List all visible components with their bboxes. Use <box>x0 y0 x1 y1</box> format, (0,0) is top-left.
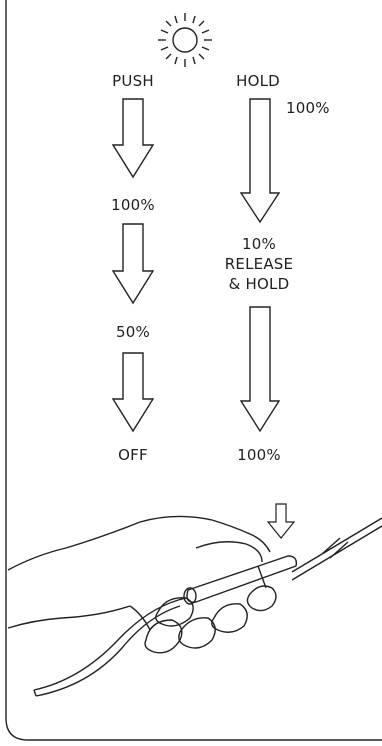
arrow-down-icon <box>113 99 153 177</box>
hold-and-hold-label: & HOLD <box>229 275 290 293</box>
push-heading: PUSH <box>112 72 154 90</box>
hold-start-level: 100% <box>286 99 330 117</box>
arrow-down-icon <box>241 99 279 222</box>
arrow-down-icon <box>113 353 153 431</box>
hold-middle-level: 10% <box>242 235 276 253</box>
hold-heading: HOLD <box>236 72 280 90</box>
arrow-down-icon <box>241 307 279 431</box>
push-step-label: 100% <box>111 196 155 214</box>
push-step-label: 50% <box>116 323 150 341</box>
hand-holding-cable-switch <box>8 504 382 696</box>
hold-end-level: 100% <box>237 446 281 464</box>
hold-release-label: RELEASE <box>225 255 293 273</box>
sun-icon <box>158 13 212 67</box>
push-step-label: OFF <box>118 446 148 464</box>
arrow-down-icon <box>113 224 153 303</box>
